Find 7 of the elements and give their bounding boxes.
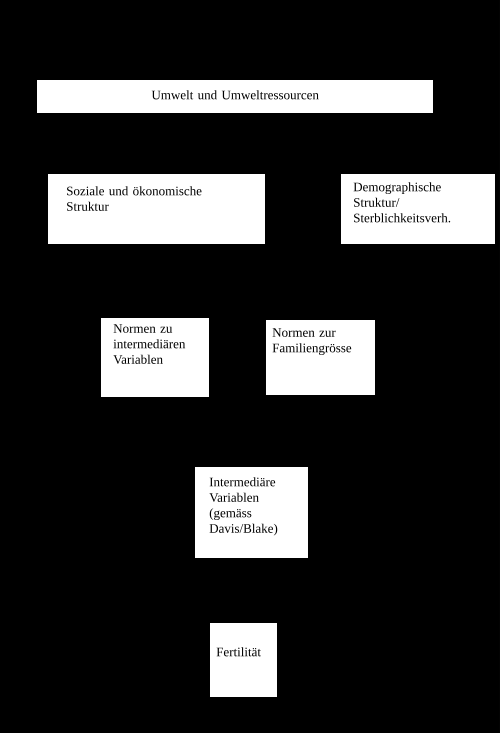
text-box: Umwelt und Umweltressourcen	[37, 80, 433, 113]
text-box: Normen zu intermediären Variablen	[101, 318, 209, 397]
text-box: Normen zur Familiengrösse	[266, 320, 375, 395]
text-box: Demographische Struktur/ Sterblichkeitsverh.	[341, 174, 495, 244]
text-box: Soziale und ökonomische Struktur	[48, 174, 265, 244]
text-box: Intermediäre Variablen (gemäss Davis/Blake)	[195, 467, 308, 558]
text-box: Fertilität	[210, 623, 277, 697]
